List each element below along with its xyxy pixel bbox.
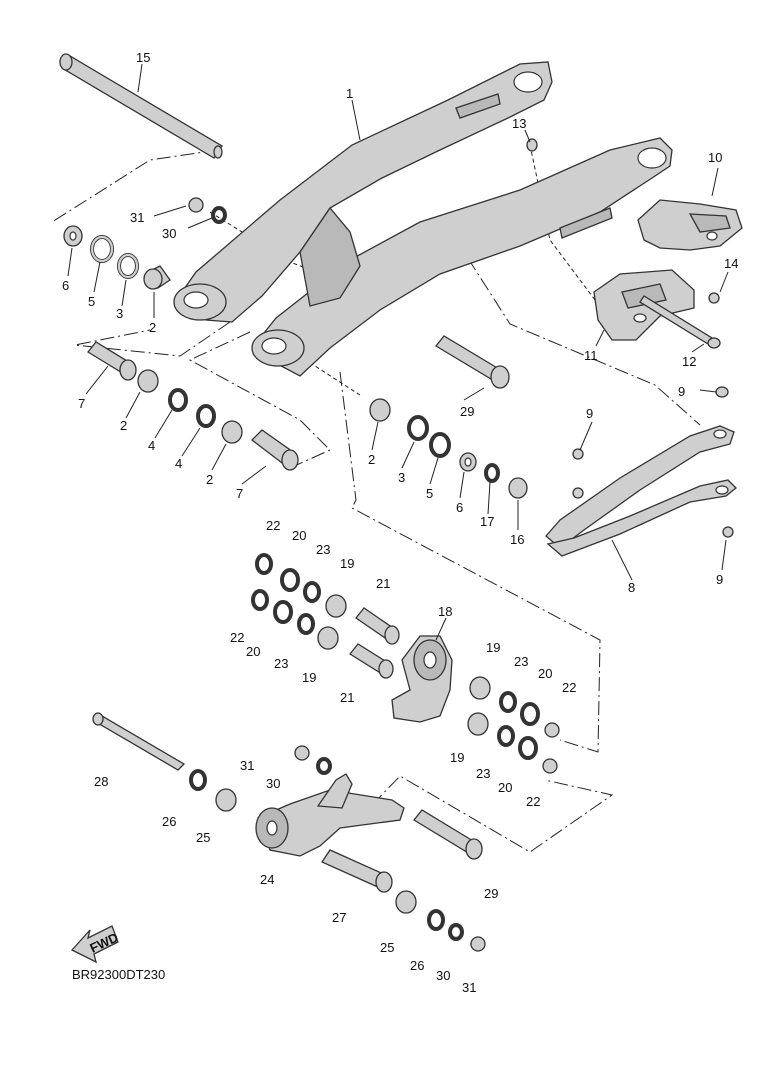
callout-17: 17 [480,514,494,529]
callout-23: 23 [274,656,288,671]
callout-13: 13 [512,116,526,131]
callout-21: 21 [376,576,390,591]
callout-20: 20 [292,528,306,543]
pivot-hardware-right [369,398,528,499]
pivot-hardware-upper [63,197,299,471]
callout-26: 26 [410,958,424,973]
callout-5: 5 [426,486,433,501]
relay-hardware [251,553,560,774]
pivot-bolt-29-upper [435,335,510,389]
bolt-13 [526,138,538,152]
callout-1: 1 [346,86,353,101]
callout-2: 2 [368,452,375,467]
callout-9: 9 [586,406,593,421]
chain-support-8 [545,386,737,557]
callout-9: 9 [716,572,723,587]
callout-29: 29 [484,886,498,901]
callout-15: 15 [136,50,150,65]
callout-20: 20 [538,666,552,681]
callout-2: 2 [206,472,213,487]
callout-20: 20 [498,780,512,795]
callout-27: 27 [332,910,346,925]
callout-5: 5 [88,294,95,309]
relay-arm-18 [391,635,453,723]
callout-14: 14 [724,256,738,271]
callout-25: 25 [196,830,210,845]
bolt-12 [639,295,721,349]
callout-30: 30 [436,968,450,983]
callout-19: 19 [302,670,316,685]
callout-31: 31 [462,980,476,995]
callout-23: 23 [316,542,330,557]
fwd-label: FWD [87,930,120,956]
callout-9: 9 [678,384,685,399]
connecting-rod-24 [255,773,405,857]
callout-3: 3 [116,306,123,321]
callout-21: 21 [340,690,354,705]
callout-labels: 15 1 13 10 31 30 14 6 5 3 2 11 12 9 7 29… [62,50,738,995]
callout-10: 10 [708,150,722,165]
callout-31: 31 [130,210,144,225]
pivot-shaft-15 [59,53,223,159]
callout-leaders [67,63,729,641]
callout-26: 26 [162,814,176,829]
swingarm-1 [173,61,673,377]
chain-guard-10 [637,199,743,251]
callout-19: 19 [450,750,464,765]
callout-4: 4 [148,438,155,453]
callout-19: 19 [340,556,354,571]
callout-22: 22 [526,794,540,809]
callout-11: 11 [584,348,598,363]
callout-23: 23 [476,766,490,781]
callout-6: 6 [62,278,69,293]
callout-25: 25 [380,940,394,955]
callout-7: 7 [78,396,85,411]
lower-hardware [92,712,486,952]
callout-19: 19 [486,640,500,655]
callout-22: 22 [230,630,244,645]
callout-2: 2 [120,418,127,433]
nut-14 [708,292,720,304]
callout-7: 7 [236,486,243,501]
callout-12: 12 [682,354,696,369]
callout-24: 24 [260,872,274,887]
callout-20: 20 [246,644,260,659]
callout-8: 8 [628,580,635,595]
fwd-arrow-icon: FWD [70,925,121,964]
callout-2: 2 [149,320,156,335]
diagram-code: BR92300DT230 [72,967,166,982]
callout-16: 16 [510,532,524,547]
callout-29: 29 [460,404,474,419]
callout-30: 30 [162,226,176,241]
callout-30: 30 [266,776,280,791]
callout-22: 22 [266,518,280,533]
callout-23: 23 [514,654,528,669]
callout-4: 4 [175,456,182,471]
callout-28: 28 [94,774,108,789]
callout-18: 18 [438,604,452,619]
callout-22: 22 [562,680,576,695]
callout-31: 31 [240,758,254,773]
callout-3: 3 [398,470,405,485]
callout-6: 6 [456,500,463,515]
